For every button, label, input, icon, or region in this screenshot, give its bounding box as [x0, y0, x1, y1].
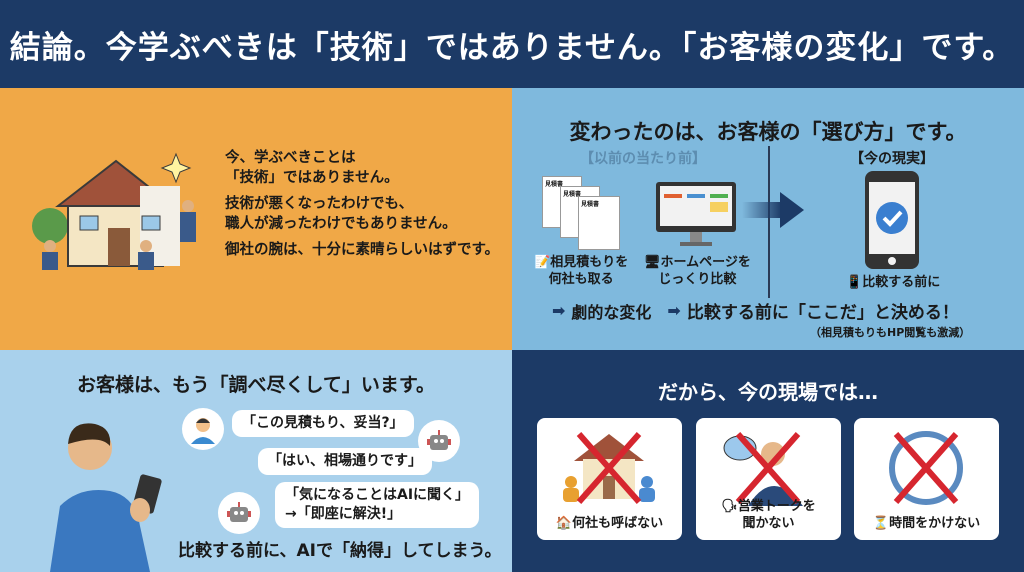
- person-with-phone-illustration: [50, 423, 162, 572]
- field-title: だから、今の現場では…: [658, 380, 878, 404]
- estimate-doc: 見積書: [578, 196, 620, 250]
- house-painters-illustration: [32, 152, 196, 270]
- clock-illustration: [889, 431, 963, 505]
- house-crowd-illustration: [563, 432, 655, 504]
- skill-line: 「技術」ではありません。: [225, 170, 399, 186]
- arrow-icon: ➡: [667, 301, 681, 320]
- before-label: 【以前の当たり前】: [580, 151, 706, 167]
- skill-line: 御社の腕は、十分に素晴らしいはずです。: [225, 242, 500, 258]
- robot-avatar-icon: [218, 492, 260, 534]
- panel-research: お客様は、もう「調べ尽くして」います。 「この見積もり、妥当?」 「はい、相場通…: [0, 350, 512, 572]
- now-item: 📱比較する前に: [846, 275, 941, 290]
- card-no-time: ⏳時間をかけない: [854, 418, 999, 540]
- change-text: 劇的な変化: [571, 302, 652, 322]
- divider: [768, 146, 770, 298]
- robot-avatar-icon: [418, 420, 460, 462]
- now-label: 【今の現実】: [850, 151, 934, 167]
- before-item-estimates: 📝相見積もりを 何社も取る: [534, 255, 629, 287]
- chat-bubble-ai: 「はい、相場通りです」: [258, 448, 432, 475]
- user-avatar-icon: [182, 408, 224, 450]
- skill-line: 技術が悪くなったわけでも、: [225, 196, 414, 212]
- salesman-illustration: [723, 432, 803, 506]
- house-icon: 🏠: [555, 516, 573, 531]
- mobile-phone-icon: 📱: [846, 275, 863, 290]
- change-note: （相見積もりもHP閲覧も激減）: [810, 326, 971, 339]
- monitor-icon: 🖥: [644, 255, 661, 270]
- change-title: 変わったのは、お客様の「選び方」です。: [569, 120, 967, 144]
- monitor-illustration: [656, 182, 736, 246]
- panel-skill: 今、学ぶべきことは 「技術」ではありません。 技術が悪くなったわけでも、 職人が…: [0, 88, 512, 350]
- panel-change: 変わったのは、お客様の「選び方」です。 【以前の当たり前】 【今の現実】 見積書…: [512, 88, 1024, 350]
- speaking-head-icon: 🗣: [721, 499, 738, 514]
- research-title: お客様は、もう「調べ尽くして」います。: [77, 374, 435, 396]
- card-no-multiple-companies: 🏠何社も呼ばない: [537, 418, 682, 540]
- hourglass-icon: ⏳: [872, 516, 890, 531]
- change-summary: ➡ 劇的な変化 ➡ 比較する前に「ここだ」と決める！: [552, 298, 959, 323]
- panel-field: だから、今の現場では… 🏠何社も呼ばない 🗣営業トークを聞かない ⏳時間をかけな…: [512, 350, 1024, 572]
- before-item-homepage: 🖥ホームページを じっくり比較: [644, 255, 751, 287]
- research-conclusion: 比較する前に、AIで「納得」してしまう。: [178, 541, 502, 561]
- skill-line: 職人が減ったわけでもありません。: [225, 216, 457, 232]
- card-no-sales-talk: 🗣営業トークを聞かない: [696, 418, 841, 540]
- header-title: 結論。今学ぶべきは「技術」ではありません。「お客様の変化」です。: [0, 0, 1024, 88]
- estimate-docs-illustration: 見積書 見積書 見積書: [542, 176, 632, 250]
- chat-bubble-user: 「この見積もり、妥当?」: [232, 410, 414, 437]
- memo-icon: 📝: [534, 255, 551, 270]
- chat-bubble-ai-advice: 「気になることはAIに聞く」 →「即座に解決!」: [275, 482, 480, 528]
- decide-text: 比較する前に「ここだ」と決める！: [686, 303, 959, 323]
- arrow-icon: ➡: [552, 301, 566, 320]
- skill-line: 今、学ぶべきことは: [225, 150, 356, 166]
- right-arrow-icon: [742, 192, 804, 228]
- smartphone-check-illustration: [865, 171, 919, 269]
